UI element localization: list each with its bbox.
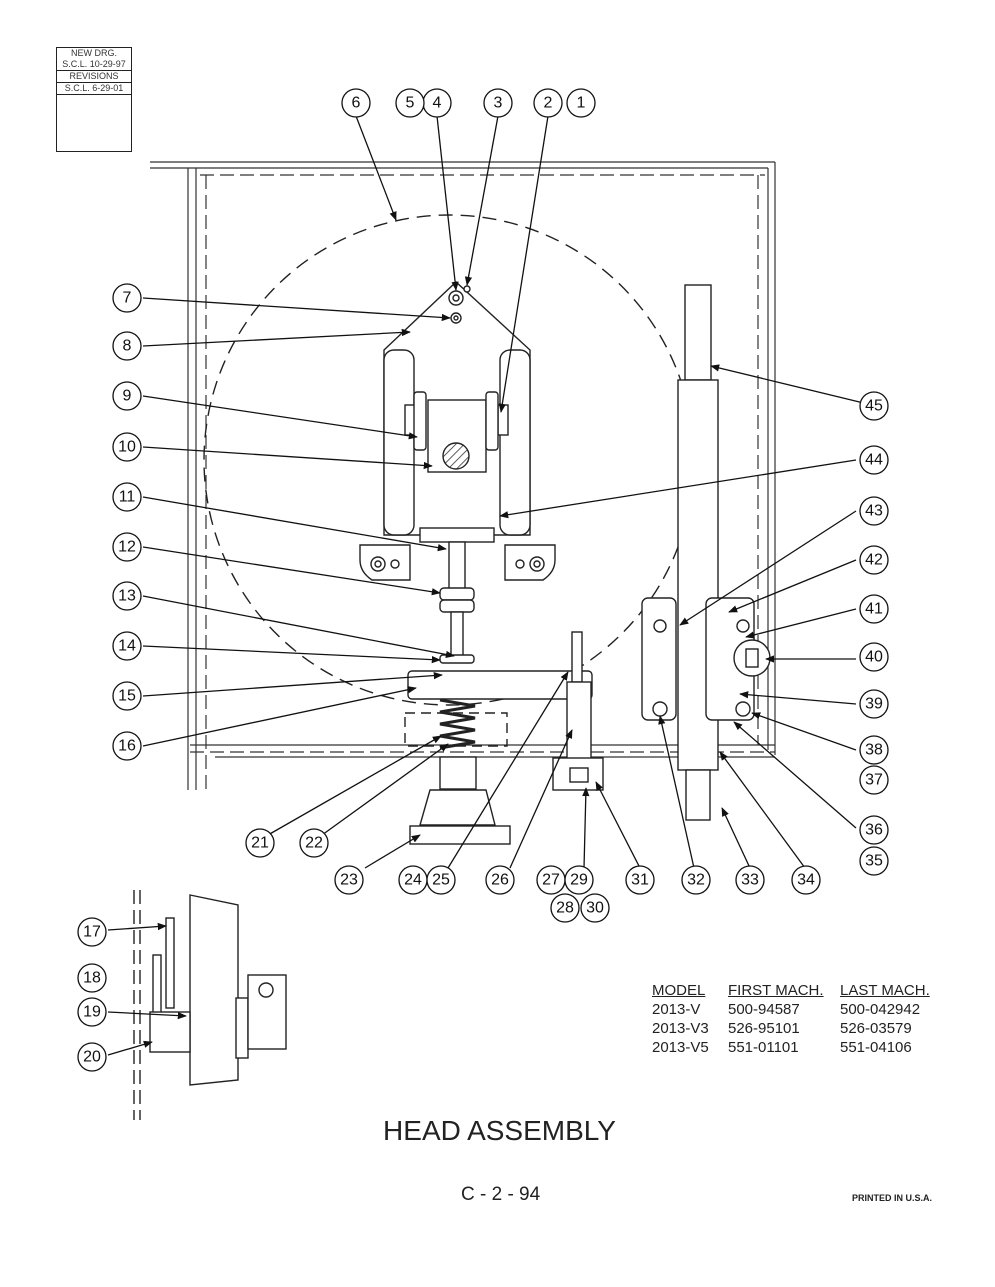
callout-6: 6 xyxy=(352,95,361,112)
callout-33: 33 xyxy=(741,872,759,889)
leader-lines xyxy=(107,115,877,1056)
cell-last-mach: 526-03579 xyxy=(840,1020,912,1037)
callout-4: 4 xyxy=(433,95,442,112)
cell-first-mach: 551-01101 xyxy=(728,1039,799,1056)
header-model: MODEL xyxy=(652,982,706,999)
callout-35: 35 xyxy=(865,853,883,870)
callout-16: 16 xyxy=(118,738,136,755)
callout-31: 31 xyxy=(631,872,649,889)
callout-30: 30 xyxy=(586,900,604,917)
callout-1: 1 xyxy=(577,95,586,112)
cell-first-mach: 526-95101 xyxy=(728,1020,800,1037)
callout-20: 20 xyxy=(83,1049,101,1066)
page-title: HEAD ASSEMBLY xyxy=(0,1115,995,1147)
callout-38: 38 xyxy=(865,742,883,759)
callout-2: 2 xyxy=(544,95,553,112)
head-frame xyxy=(359,281,556,581)
cell-first-mach: 500-94587 xyxy=(728,1001,800,1018)
revision-blank xyxy=(57,94,131,151)
callout-11: 11 xyxy=(119,489,136,506)
callout-28: 28 xyxy=(556,900,574,917)
page-number: C - 2 - 94 xyxy=(461,1184,541,1205)
revision-date-1: S.C.L. 10-29-97 xyxy=(62,59,126,69)
callout-34: 34 xyxy=(797,872,815,889)
callout-19: 19 xyxy=(83,1004,101,1021)
callout-9: 9 xyxy=(123,388,132,405)
model-table-header: MODEL FIRST MACH. LAST MACH. xyxy=(652,981,950,1000)
callout-44: 44 xyxy=(865,452,883,469)
callout-45: 45 xyxy=(865,398,883,415)
callout-32: 32 xyxy=(687,872,705,889)
revision-new-drawing: NEW DRG. xyxy=(71,48,117,58)
callout-17: 17 xyxy=(83,924,101,941)
callout-18: 18 xyxy=(83,970,101,987)
cell-last-mach: 500-042942 xyxy=(840,1001,921,1018)
cell-last-mach: 551-04106 xyxy=(840,1039,912,1056)
callout-14: 14 xyxy=(118,638,136,655)
callout-37: 37 xyxy=(865,772,883,789)
revision-block: NEW DRG. S.C.L. 10-29-97 REVISIONS S.C.L… xyxy=(56,47,132,152)
revision-heading: REVISIONS xyxy=(57,70,131,82)
callout-3: 3 xyxy=(494,95,503,112)
cell-model: 2013-V xyxy=(652,1001,701,1018)
callout-5: 5 xyxy=(406,95,415,112)
callout-36: 36 xyxy=(865,822,883,839)
cell-model: 2013-V3 xyxy=(652,1020,709,1037)
callout-13: 13 xyxy=(118,588,136,605)
callout-circles xyxy=(77,88,889,1072)
callout-15: 15 xyxy=(118,688,136,705)
page-title-text: HEAD ASSEMBLY xyxy=(383,1115,616,1146)
callout-39: 39 xyxy=(865,696,883,713)
callout-27: 27 xyxy=(542,872,560,889)
shaft-and-spring xyxy=(404,541,593,845)
inset-detail xyxy=(133,890,287,1120)
callout-26: 26 xyxy=(491,872,509,889)
callout-29: 29 xyxy=(570,872,588,889)
header-last-mach: LAST MACH. xyxy=(840,982,930,999)
callout-23: 23 xyxy=(340,872,358,889)
cell-model: 2013-V5 xyxy=(652,1039,709,1056)
callout-25: 25 xyxy=(432,872,450,889)
callout-21: 21 xyxy=(251,835,269,852)
callout-10: 10 xyxy=(118,439,136,456)
callout-12: 12 xyxy=(118,539,136,556)
callout-24: 24 xyxy=(404,872,422,889)
callout-8: 8 xyxy=(123,338,132,355)
callout-40: 40 xyxy=(865,649,883,666)
revision-date-2: S.C.L. 6-29-01 xyxy=(57,82,131,94)
callout-7: 7 xyxy=(123,290,132,307)
model-table: MODEL FIRST MACH. LAST MACH. 2013-V 500-… xyxy=(652,981,950,1057)
callout-43: 43 xyxy=(865,503,883,520)
header-first-mach: FIRST MACH. xyxy=(728,982,824,999)
column-assembly xyxy=(641,284,771,821)
table-row: 2013-V3 526-95101 526-03579 xyxy=(652,1019,950,1038)
table-row: 2013-V5 551-01101 551-04106 xyxy=(652,1038,950,1057)
callout-42: 42 xyxy=(865,552,883,569)
table-row: 2013-V 500-94587 500-042942 xyxy=(652,1000,950,1019)
printed-notice: PRINTED IN U.S.A. xyxy=(852,1193,933,1203)
callout-22: 22 xyxy=(305,835,323,852)
callout-41: 41 xyxy=(865,601,883,618)
